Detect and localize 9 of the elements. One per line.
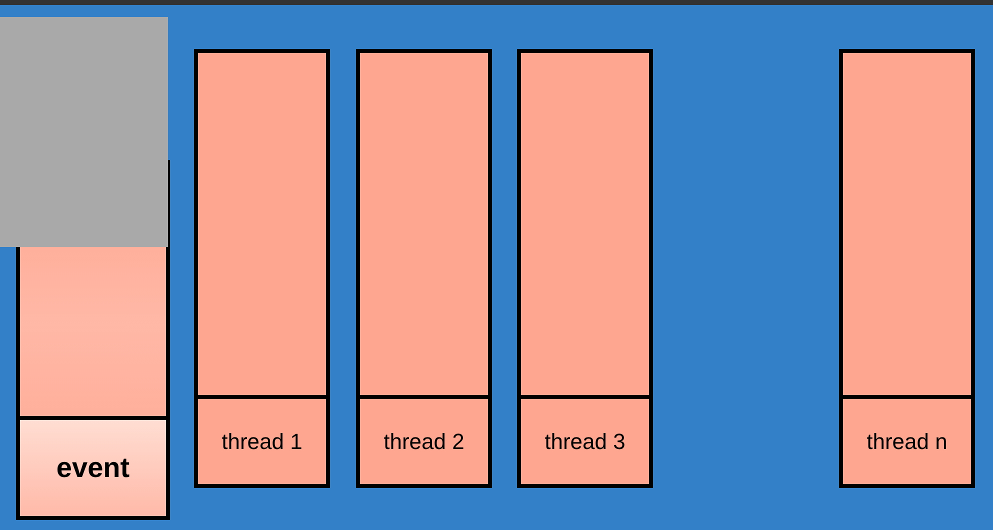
thread-column <box>517 49 653 488</box>
thread-label: thread 2 <box>384 428 464 454</box>
thread-column <box>839 49 975 488</box>
thread-label: thread 3 <box>544 428 626 454</box>
thread-column <box>356 49 492 488</box>
thread-label: thread 1 <box>222 428 302 454</box>
thread-column <box>194 49 330 488</box>
thread-label: thread n <box>866 428 948 454</box>
event-label: event <box>56 452 130 484</box>
